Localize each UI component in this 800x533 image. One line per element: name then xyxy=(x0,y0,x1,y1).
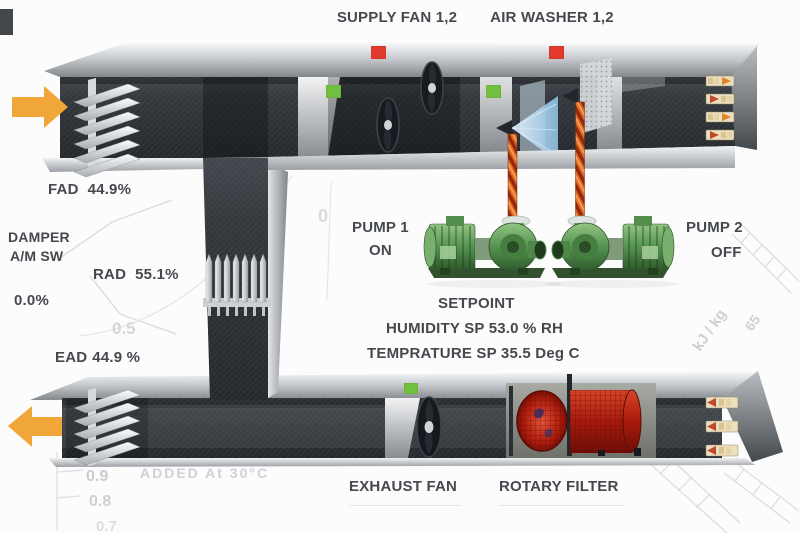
exhaust-fan-icon[interactable] xyxy=(385,396,442,458)
supply-fan-1-icon[interactable] xyxy=(420,61,444,115)
damper-switch-label-line1: DAMPER xyxy=(8,229,70,245)
pump1-label: PUMP 1 xyxy=(352,219,409,236)
watermark-ratio-05: 0.5 xyxy=(112,319,136,338)
supply-fan-run-led[interactable] xyxy=(326,85,341,98)
supply-fan-2-icon[interactable] xyxy=(376,97,400,153)
ead-value[interactable]: 44.9 % xyxy=(92,349,141,366)
exhaust-fan-label: EXHAUST FAN xyxy=(349,478,458,495)
pump1-pipe-icon xyxy=(507,133,518,217)
air-washer-icon[interactable] xyxy=(496,58,612,164)
pump1-icon[interactable] xyxy=(423,215,563,288)
fad-label: FAD xyxy=(48,181,79,198)
damper-switch-value[interactable]: 0.0% xyxy=(14,292,49,309)
setpoint-title: SETPOINT xyxy=(438,295,515,312)
exhaust-airflow-indicator-bars xyxy=(705,396,739,457)
watermark-added-text: ADDED At 30°C xyxy=(140,465,269,481)
supply-airflow-indicator-bars xyxy=(705,75,735,141)
air-washer-run-led[interactable] xyxy=(486,85,501,98)
pump2-status[interactable]: OFF xyxy=(711,244,742,261)
rad-damper-readout: RAD 55.1% xyxy=(93,266,179,283)
supply-fan-alarm-led[interactable] xyxy=(371,46,386,59)
ead-damper-louvers-icon[interactable] xyxy=(73,388,141,466)
fad-value[interactable]: 44.9% xyxy=(87,181,132,198)
rad-damper-louvers-icon[interactable] xyxy=(203,253,271,316)
temperature-setpoint[interactable]: TEMPRATURE SP 35.5 Deg C xyxy=(367,345,580,362)
damper-switch-label-line2: A/M SW xyxy=(10,248,64,264)
pump2-icon[interactable] xyxy=(544,215,680,288)
spray-nozzle-2-icon xyxy=(562,88,578,104)
rad-label: RAD xyxy=(93,266,127,283)
exhaust-fan-label-underline xyxy=(350,505,462,506)
air-washer-label: AIR WASHER 1,2 xyxy=(490,9,614,26)
supply-fan-label: SUPPLY FAN 1,2 xyxy=(336,9,458,26)
pump2-label: PUMP 2 xyxy=(686,219,743,236)
air-washer-alarm-led[interactable] xyxy=(549,46,564,59)
ead-label: EAD xyxy=(55,349,88,366)
watermark-enthalpy-65: 65 xyxy=(741,312,763,334)
return-duct-column xyxy=(203,158,288,400)
watermark-zero: 0 xyxy=(318,206,328,226)
cropped-ui-fragment xyxy=(0,9,13,35)
watermark-ratio-07: 0.7 xyxy=(96,518,117,533)
watermark-ratio-09: 0.9 xyxy=(86,468,108,485)
watermark-enthalpy-unit: kJ / kg xyxy=(689,306,730,354)
rotary-filter-label: ROTARY FILTER xyxy=(499,478,619,495)
pump1-status[interactable]: ON xyxy=(369,242,392,259)
supply-duct xyxy=(42,42,760,178)
rotary-filter-icon[interactable] xyxy=(506,374,656,458)
fad-damper-louvers-icon[interactable] xyxy=(73,78,141,178)
supply-airflow-arrow-right-icon xyxy=(12,86,68,128)
exhaust-airflow-arrow-left-icon xyxy=(8,406,62,447)
watermark-ratio-08: 0.8 xyxy=(89,493,111,510)
rad-value[interactable]: 55.1% xyxy=(135,266,179,283)
pump2-pipe-icon xyxy=(575,101,585,217)
exhaust-fan-run-led[interactable] xyxy=(404,383,418,394)
spray-nozzle-1-icon xyxy=(496,120,512,136)
rotary-filter-label-underline xyxy=(498,505,624,506)
fad-damper-readout: FAD 44.9% xyxy=(48,181,131,198)
humidity-setpoint[interactable]: HUMIDITY SP 53.0 % RH xyxy=(386,320,564,337)
